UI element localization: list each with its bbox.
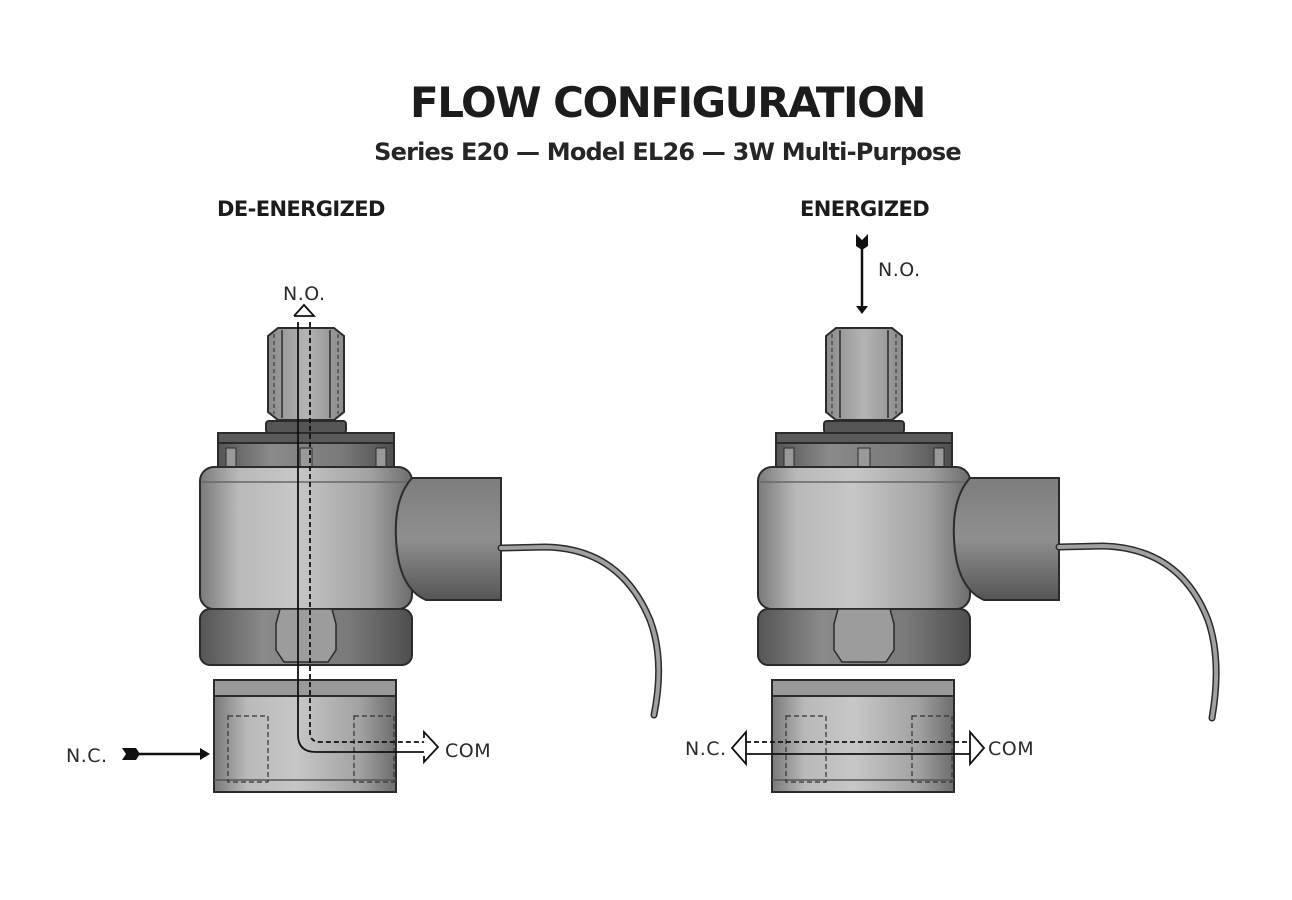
energized-com-label: COM	[988, 738, 1034, 760]
energized-nc-label: N.C.	[685, 738, 727, 760]
page-subtitle: Series E20 — Model EL26 — 3W Multi-Purpo…	[374, 138, 962, 166]
valve-de-energized	[122, 303, 663, 793]
state-label-energized: ENERGIZED	[800, 197, 930, 221]
energized-no-label: N.O.	[878, 259, 920, 281]
de-energized-com-label: COM	[445, 740, 491, 762]
valve-energized	[730, 234, 1220, 793]
de-energized-no-label: N.O.	[283, 283, 325, 305]
state-label-de-energized: DE-ENERGIZED	[217, 197, 385, 221]
de-energized-nc-label: N.C.	[66, 745, 108, 767]
page-title: FLOW CONFIGURATION	[410, 78, 926, 127]
